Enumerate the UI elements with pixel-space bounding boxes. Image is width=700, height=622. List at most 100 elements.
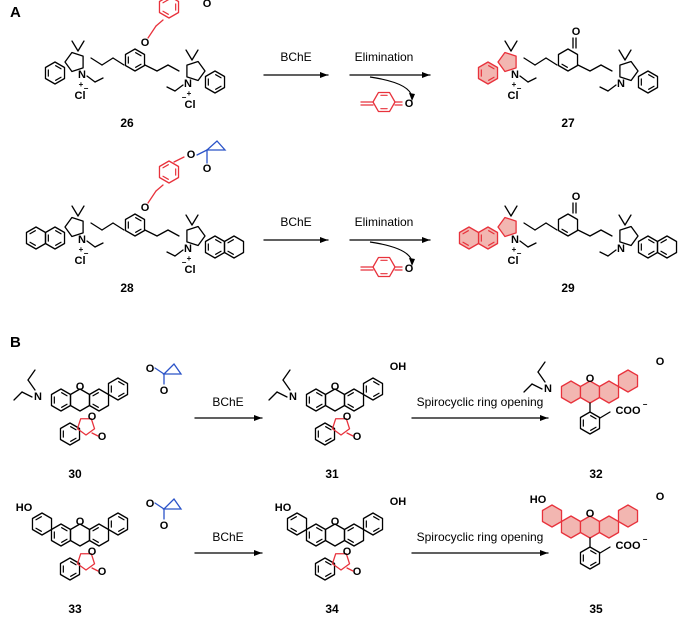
compound-number: 35 — [589, 602, 603, 616]
xanthene-right-ring — [88, 388, 110, 412]
lactone-ring — [76, 553, 96, 571]
bche-arrow — [194, 550, 263, 556]
central-ring — [124, 213, 146, 237]
naphtho-ring — [617, 504, 639, 528]
product-oxygen: O — [572, 26, 581, 38]
quinoid-ring — [557, 48, 579, 72]
xanthene-oxygen: O — [76, 381, 85, 393]
chloride-charge: − — [84, 84, 89, 93]
lactone-ring — [331, 553, 351, 571]
benzo-lactone-ring — [59, 422, 81, 446]
charge-plus: + — [187, 254, 192, 263]
compound-number: 29 — [561, 281, 575, 295]
ring-opening-label: Spirocyclic ring opening — [417, 395, 544, 409]
lactone-carbonyl-oxygen: O — [98, 431, 107, 443]
lactone-oxygen: O — [88, 411, 97, 423]
cyclopropyl-ring — [205, 140, 227, 151]
nitrogen-label: N — [184, 78, 192, 90]
nitrogen-label: N — [511, 69, 519, 81]
benzo-ring — [44, 61, 66, 85]
indole-ring — [497, 51, 517, 73]
lactone-carbonyl-oxygen: O — [353, 431, 362, 443]
bche-label: BChE — [280, 215, 311, 229]
nitrogen-label: N — [617, 243, 625, 255]
product-oxygen: O — [572, 191, 581, 203]
xanthene-left-ring — [560, 515, 582, 539]
benzyl-ring — [158, 0, 180, 19]
charge-plus: + — [79, 80, 84, 89]
bche-arrow — [194, 415, 263, 421]
ether-oxygen: O — [141, 37, 150, 49]
xanthene-oxygen: O — [586, 373, 595, 385]
bche-arrow — [263, 72, 329, 78]
charge-plus: + — [79, 245, 84, 254]
indole-ring — [64, 216, 84, 238]
xanthene-right-ring — [88, 523, 110, 547]
elimination-arrow — [349, 237, 431, 243]
benzo-lactone-ring — [59, 557, 81, 581]
xanthene-oxygen: O — [76, 516, 85, 528]
xanthene-oxygen: O — [586, 508, 595, 520]
naphtho-ring — [107, 512, 129, 536]
product-oxygen: O — [656, 491, 665, 503]
benzo-lactone-ring — [314, 422, 336, 446]
quinone-methide: O — [360, 91, 414, 113]
panel-a: AOOON+Cl−N+Cl−26BChEEliminationOON+Cl−N2… — [10, 0, 678, 295]
compound-number: 30 — [68, 467, 82, 481]
carboxylate-label: COO — [615, 540, 641, 552]
ester-oxygen: O — [146, 363, 155, 375]
benzo-ring — [637, 70, 659, 94]
naphtho-left-ring — [286, 512, 308, 536]
naphtho-ring — [656, 235, 678, 259]
chloride-charge: − — [182, 258, 187, 267]
product-oxygen: O — [656, 356, 665, 368]
amine-nitrogen: N — [544, 383, 552, 395]
compound-number: 33 — [68, 602, 82, 616]
bche-label: BChE — [212, 395, 243, 409]
indole-ring — [64, 51, 84, 73]
chloride-label: Cl — [185, 264, 196, 276]
lactone-ring — [76, 418, 96, 436]
elimination-label: Elimination — [355, 50, 414, 64]
naphtho-ring — [25, 226, 47, 250]
naphtho-ring — [223, 235, 245, 259]
naphtho-ring — [362, 512, 384, 536]
nitrogen-label: N — [78, 234, 86, 246]
quinone-oxygen: O — [405, 98, 414, 110]
lactone-ring — [331, 418, 351, 436]
benzo-ring — [204, 70, 226, 94]
panel-b-label: B — [10, 334, 21, 351]
ether-oxygen: O — [141, 202, 150, 214]
indole-ring — [186, 225, 206, 247]
nitrogen-label: N — [511, 234, 519, 246]
hydroxyl-label: HO — [530, 494, 547, 506]
benzo-lactone-ring — [314, 557, 336, 581]
lactone-oxygen: O — [88, 546, 97, 558]
indole-ring — [497, 216, 517, 238]
benzyl-ring — [158, 160, 180, 184]
xanthene-oxygen: O — [331, 381, 340, 393]
chloride-label: Cl — [75, 90, 86, 102]
chloride-label: Cl — [75, 255, 86, 267]
carbonyl-oxygen: O — [203, 0, 212, 10]
hydroxyl-label: HO — [275, 502, 292, 514]
naphtho-left-ring — [541, 504, 563, 528]
hydroxyl-label: OH — [390, 496, 407, 508]
charge-plus: + — [512, 245, 517, 254]
benzoate-ring — [579, 546, 601, 570]
compound-number: 34 — [325, 602, 339, 616]
charge-plus: + — [187, 89, 192, 98]
indole-ring — [619, 225, 639, 247]
indole-ring — [619, 60, 639, 82]
ring-opening-arrow — [411, 415, 549, 421]
lactone-oxygen: O — [343, 546, 352, 558]
elimination-arrow — [349, 72, 431, 78]
amine-nitrogen: N — [289, 391, 297, 403]
bche-label: BChE — [212, 530, 243, 544]
carbonyl-oxygen: O — [160, 520, 169, 532]
ring-opening-label: Spirocyclic ring opening — [417, 530, 544, 544]
ring-opening-arrow — [411, 550, 549, 556]
